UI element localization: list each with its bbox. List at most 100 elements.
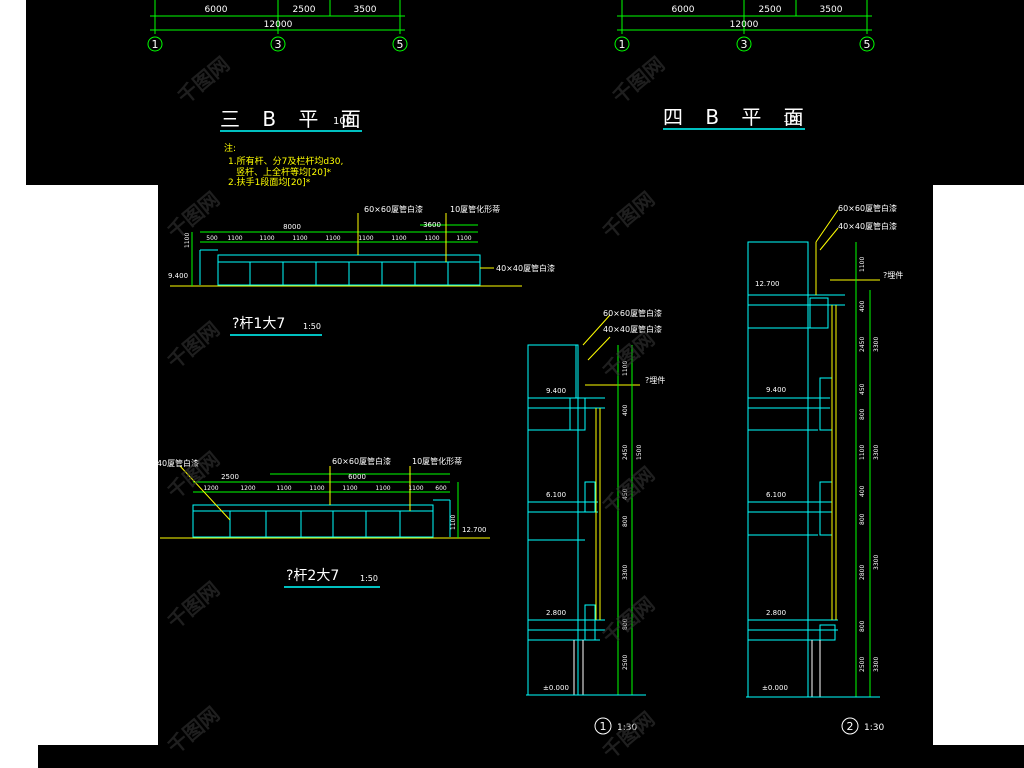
rail2-elevation [160,465,490,539]
section2-dim: 800 [859,408,866,420]
section2-number-circle [841,717,859,735]
rail1-dim-3: 1100 [259,235,274,242]
background-main [158,185,933,745]
rail2-label-pipe10: 10厦管化形蒂 [412,456,462,466]
section2-number: 2 [847,720,854,733]
rail1-dim-7: 1100 [391,235,406,242]
rail1-title: ?杆1大7 [232,316,285,332]
rail2-label-pipe60: 60×60厦管白漆 [332,456,391,466]
rail2-dim-7: 1100 [408,485,423,492]
section1-number: 1 [600,720,607,733]
rail2-dim-3: 1100 [276,485,291,492]
section2-dim: 450 [859,383,866,395]
notes-line-2: 竖杆、上全杆等均[20]* [236,166,331,178]
section2-level-4: 2.800 [766,609,786,617]
section1-label-anchor: ?埋件 [645,375,665,385]
section2-drawing [746,209,880,698]
section2-label-anchor: ?埋件 [883,270,903,280]
section2-dim: 800 [859,620,866,632]
rail2-dim-left: 2500 [221,473,239,481]
rail1-dim-4: 1100 [292,235,307,242]
section2-dim: 800 [859,513,866,525]
section1-dim: 2500 [622,655,629,670]
rail1-dim-9: 1100 [456,235,471,242]
rail1-label-pipe60: 60×60厦管白漆 [364,204,423,214]
section2-level-5: ±0.000 [762,684,788,692]
rail1-height: 1100 [184,233,191,248]
section1-level-1: 9.400 [546,387,566,395]
rail1-dim-8: 1100 [424,235,439,242]
section1-level-2: 6.100 [546,491,566,499]
section2-level-1: 12.700 [755,280,780,288]
section2-dim: 3300 [873,555,880,570]
section1-dim: 2450 [622,445,629,460]
section1-dims: 1100 400 2450 800 450 3300 800 2500 1500 [622,361,643,670]
rail1-label-pipe10: 10厦管化形蒂 [450,204,500,214]
section2-dim: 400 [859,485,866,497]
rail2-scale: 1:50 [360,574,378,583]
plan-right-dim-3: 3500 [820,5,843,15]
rail1-dim-2: 1100 [227,235,242,242]
rail1-dim-total: 8000 [283,223,301,231]
section1-dim: 1100 [622,361,629,376]
notes-head: 注: [224,142,236,154]
section2-level-3: 6.100 [766,491,786,499]
section1-number-circle [594,717,612,735]
notes-line-3: 2.扶手1段面均[20]* [228,176,311,188]
section1-dim: 1500 [636,445,643,460]
plan-right-axis-3: 3 [741,38,748,51]
plan-left-title: 三 B 平 面 [220,107,369,131]
section1-label-pipe60: 60×60厦管白漆 [603,308,662,318]
rail2-dim-2: 1200 [240,485,255,492]
plan-left-axis-5: 5 [397,38,404,51]
section2-dim: 400 [859,300,866,312]
section1-dim: 800 [622,618,629,630]
section1-level-3: 2.800 [546,609,566,617]
section1-label-pipe40: 40×40厦管白漆 [603,324,662,334]
section2-dim: 3300 [873,657,880,672]
plan-right-title: 四 B 平 面 [663,105,812,129]
section1-level-4: ±0.000 [543,684,569,692]
plan-left-dim-2: 2500 [293,5,316,15]
section1-dim: 400 [622,404,629,416]
plan-left-total: 12000 [264,20,293,30]
section2-dim: 2500 [859,657,866,672]
section1-drawing [526,314,646,696]
section1-dim: 3300 [622,565,629,580]
section2-level-2: 9.400 [766,386,786,394]
plan-left-dim-1: 6000 [205,5,228,15]
section2-dim: 2800 [859,565,866,580]
section2-dim: 1100 [859,445,866,460]
section2-dim: 1100 [859,257,866,272]
rail2-title: ?杆2大7 [286,568,339,584]
rail1-dim-right: 3600 [423,221,441,229]
rail2-level: 12.700 [462,526,487,534]
plan-right-title-scale: 100 [783,114,802,125]
background-bottom [38,745,1024,768]
plan-left-title-scale: 100 [333,116,352,127]
plan-right-axis-5: 5 [864,38,871,51]
plan-left-axis-3: 3 [275,38,282,51]
section2-label-pipe60: 60×60厦管白漆 [838,203,897,213]
rail1-dim-5: 1100 [325,235,340,242]
rail1-label-pipe40: 40×40厦管白漆 [496,263,555,273]
rail2-label-pipe40: 40×40厦管白漆 [140,458,199,468]
plan-right-total: 12000 [730,20,759,30]
rail2-dim-5: 1100 [342,485,357,492]
section2-dims: 1100 400 2450 3300 450 800 1100 3300 400… [859,257,880,672]
rail2-dim-8: 600 [435,485,447,492]
section2-dim: 2450 [859,337,866,352]
rail1-dim-6: 1100 [358,235,373,242]
background-top [26,0,1024,185]
section2-label-pipe40: 40×40厦管白漆 [838,221,897,231]
plan-right-dim-2: 2500 [759,5,782,15]
rail2-dim-1: 1200 [203,485,218,492]
notes-line-1: 1.所有杆、分7及栏杆均d30, [228,155,343,167]
plan-left-dim-3: 3500 [354,5,377,15]
rail1-scale: 1:50 [303,322,321,331]
plan-right-dim-1: 6000 [672,5,695,15]
rail1-dim-1: 500 [206,235,218,242]
rail1-elevation [170,213,522,287]
section2-dim: 3300 [873,337,880,352]
